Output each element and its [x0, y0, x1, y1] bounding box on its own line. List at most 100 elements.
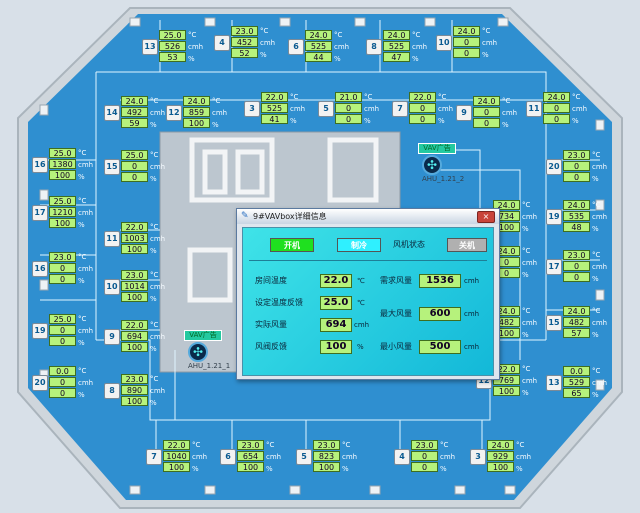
flow-unit: cmh [482, 39, 498, 47]
power-off-button[interactable]: 关机 [447, 238, 487, 252]
vav-temp: 24.0 [493, 200, 520, 210]
vav-temp: 24.0 [183, 96, 210, 106]
damper-label: 风阀反馈 [255, 342, 287, 351]
temp-unit: °C [572, 93, 581, 101]
cooling-mode-button[interactable]: 制冷 [337, 238, 381, 252]
ahu-unit[interactable]: VAV广告 ✣ AHU_1.21_2 [418, 143, 470, 183]
dialog-body: 开机 制冷 风机状态 关机 房间温度 22.0 ℃ 设定温度反馈 25.0 ℃ … [242, 227, 494, 376]
vav-flow: 0 [49, 377, 76, 387]
flow-unit: cmh [522, 377, 538, 385]
vav-flow: 0 [473, 107, 500, 117]
power-on-button[interactable]: 开机 [270, 238, 314, 252]
temp-unit: °C [342, 441, 351, 449]
vav-id: 7 [392, 101, 408, 117]
vav-temp: 25.0 [121, 150, 148, 160]
vav-flow: 0 [563, 161, 590, 171]
vav-temp: 22.0 [121, 222, 148, 232]
vav-flow: 1380 [49, 159, 76, 169]
flow-unit: cmh [364, 105, 380, 113]
vav-position: 0 [563, 172, 590, 182]
vav-temp: 23.0 [313, 440, 340, 450]
vav-position: 0 [543, 114, 570, 124]
temp-unit: °C [592, 201, 601, 209]
vav-id: 7 [146, 449, 162, 465]
dialog-titlebar[interactable]: ✎ 9#VAVbox详细信息 × [237, 209, 499, 224]
vav-id: 16 [32, 261, 48, 277]
flow-unit: cmh [78, 327, 94, 335]
vav-id: 19 [546, 209, 562, 225]
set-temp-value: 25.0 [320, 296, 352, 310]
position-unit: % [192, 465, 199, 473]
temp-unit: °C [78, 253, 87, 261]
actual-flow-label: 实际风量 [255, 320, 287, 329]
position-unit: % [522, 331, 529, 339]
flow-unit: cmh [440, 453, 456, 461]
ahu-tag: VAV广告 [418, 143, 456, 154]
temp-unit: °C [78, 367, 87, 375]
vav-position: 100 [163, 462, 190, 472]
flow-unit: cmh [192, 453, 208, 461]
flow-unit: cmh [342, 453, 358, 461]
damper-unit: % [357, 343, 364, 351]
temp-unit: °C [290, 93, 299, 101]
vav-flow: 535 [563, 211, 590, 221]
vav-position: 0 [49, 274, 76, 284]
vav-id: 8 [366, 39, 382, 55]
vav-flow: 0 [563, 261, 590, 271]
temp-unit: °C [522, 307, 531, 315]
vav-temp: 24.0 [383, 30, 410, 40]
vav-temp: 25.0 [49, 148, 76, 158]
position-unit: % [438, 117, 445, 125]
vav-id: 10 [436, 35, 452, 51]
flow-unit: cmh [572, 105, 588, 113]
ahu-unit[interactable]: VAV广告 ✣ AHU_1.21_1 [184, 330, 236, 370]
vav-position: 59 [121, 118, 148, 128]
temp-unit: °C [260, 27, 269, 35]
vav-id: 12 [166, 105, 182, 121]
max-flow-unit: cmh [464, 310, 480, 318]
temp-unit: °C [150, 271, 159, 279]
flow-unit: cmh [502, 109, 518, 117]
vav-flow: 452 [231, 37, 258, 47]
vav-id: 6 [288, 39, 304, 55]
close-button[interactable]: × [477, 211, 495, 223]
vav-flow: 529 [563, 377, 590, 387]
temp-unit: °C [192, 441, 201, 449]
vav-position: 0 [49, 388, 76, 398]
position-unit: % [260, 51, 267, 59]
req-flow-label: 需求风量 [380, 276, 412, 285]
temp-unit: °C [150, 97, 159, 105]
